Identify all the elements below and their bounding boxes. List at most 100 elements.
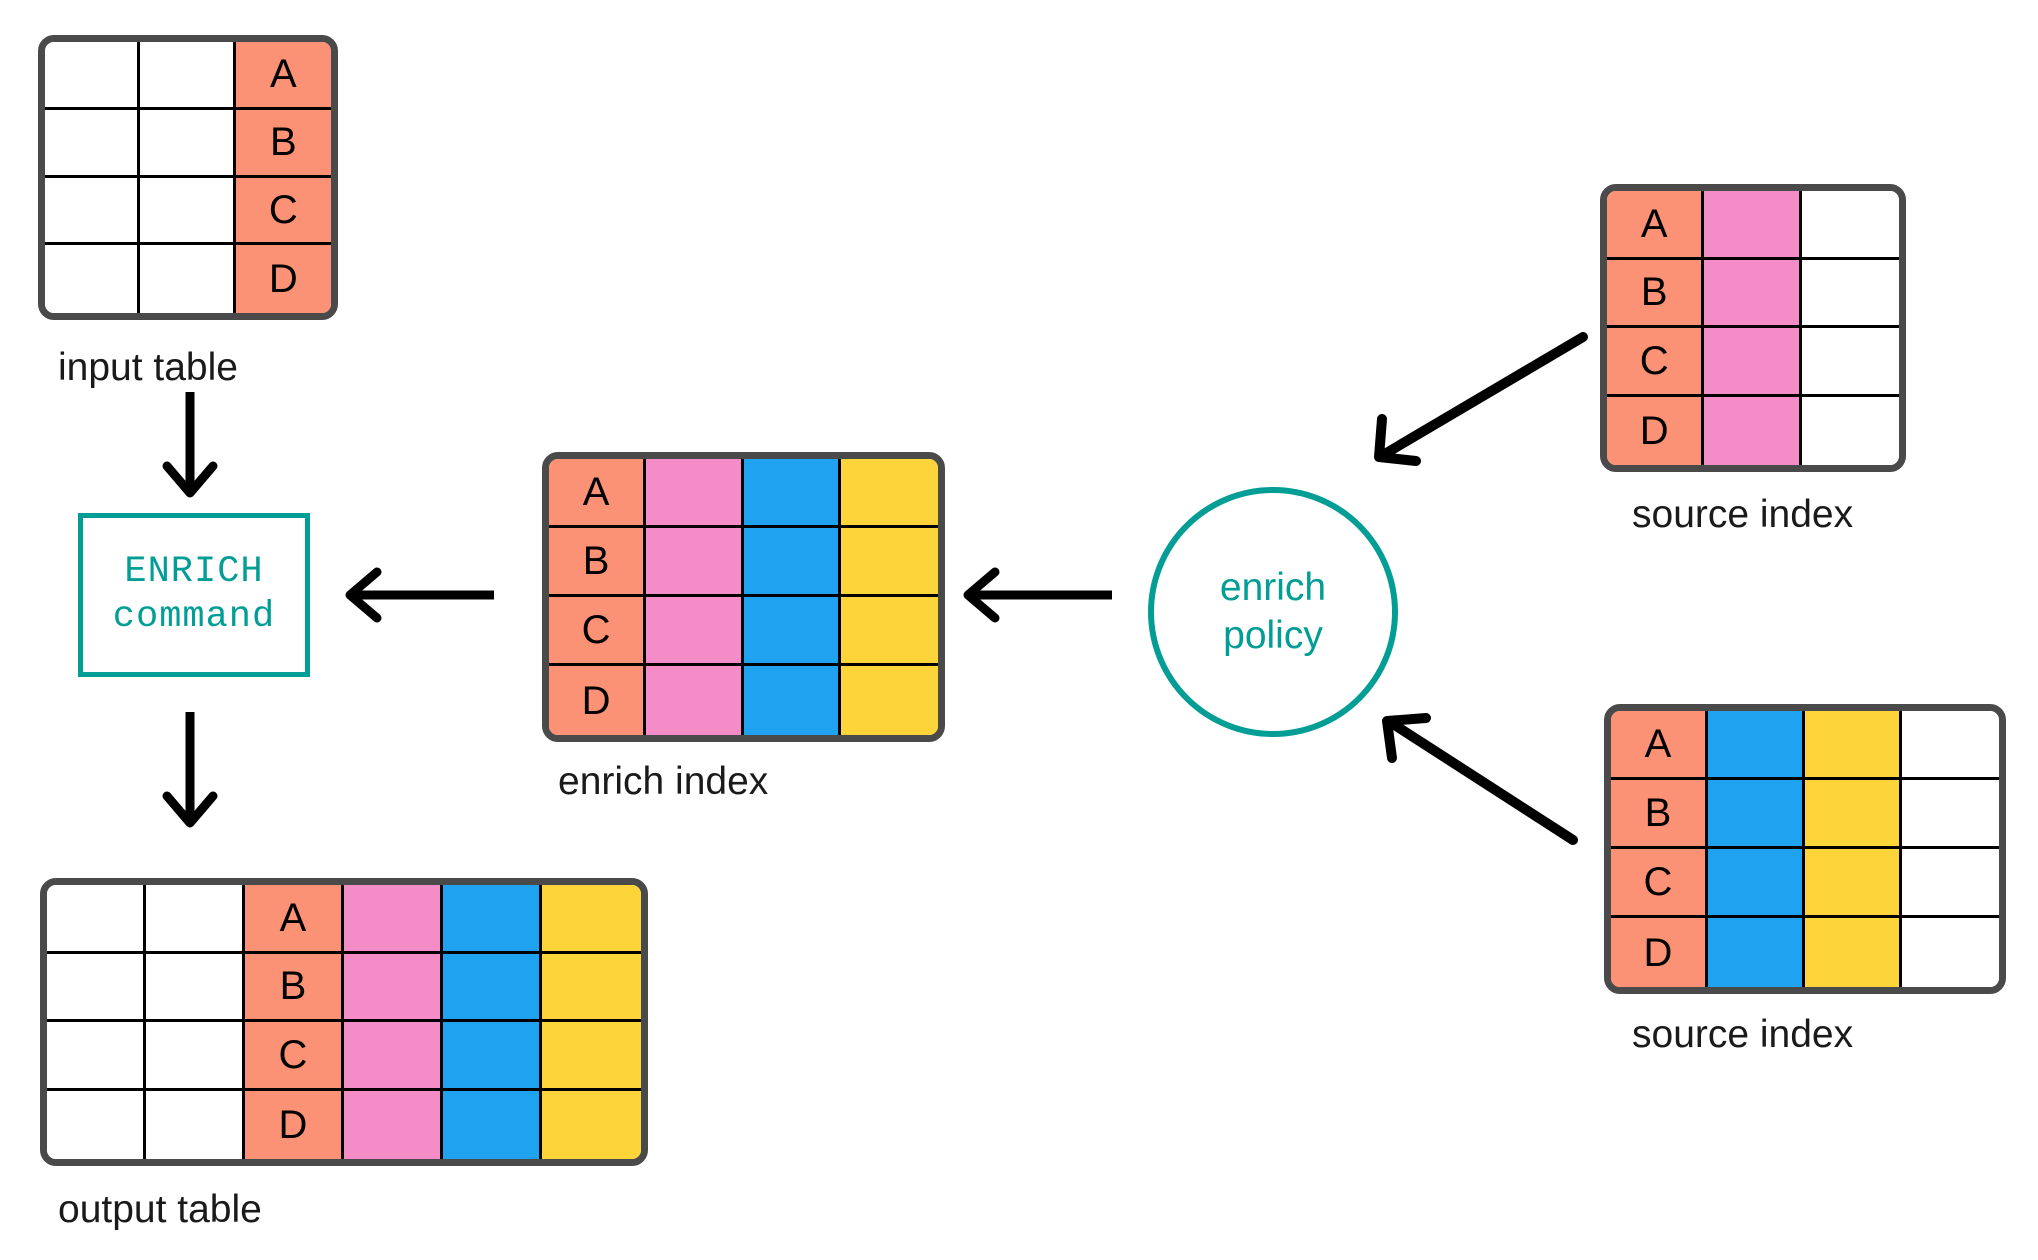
table-cell: [1704, 396, 1802, 465]
table-cell: [646, 459, 744, 528]
table-cell: [1805, 780, 1902, 849]
table-cell: [1902, 711, 1999, 780]
table-cell: [140, 177, 236, 246]
table-cell: [1708, 780, 1805, 849]
enrich-command-box[interactable]: ENRICH command: [78, 513, 310, 677]
table-cell: [45, 109, 141, 178]
table-cell: D: [245, 1090, 344, 1159]
input-table-caption: input table: [58, 346, 238, 389]
table-cell: [1708, 849, 1805, 918]
table-cell: [443, 1022, 542, 1091]
table-cell: [1902, 780, 1999, 849]
table-cell: [743, 459, 841, 528]
table-cell: [646, 666, 744, 735]
table-cell: [1805, 918, 1902, 987]
table-cell: [146, 953, 245, 1022]
table-cell: B: [549, 528, 647, 597]
arrow-enrich-policy-to-enrich-index: [963, 567, 1112, 623]
table-cell: [646, 597, 744, 666]
arrow-source-index-bottom-to-enrich-policy: [1382, 713, 1578, 845]
table-cell: C: [549, 597, 647, 666]
table-cell: [743, 666, 841, 735]
arrow-enrich-command-to-output-table: [162, 712, 218, 828]
table-cell: [45, 245, 141, 313]
source-index-top-caption: source index: [1632, 493, 1854, 536]
enrich-index-caption: enrich index: [558, 760, 769, 803]
enrich-policy-circle[interactable]: enrich policy: [1148, 487, 1398, 737]
table-cell: [47, 1022, 146, 1091]
table-cell: [542, 1090, 641, 1159]
table-cell: D: [549, 666, 647, 735]
table-cell: [1704, 191, 1802, 260]
table-cell: B: [1611, 780, 1708, 849]
table-cell: D: [235, 245, 331, 313]
enrich-command-line2: command: [112, 596, 276, 638]
table-cell: [45, 42, 141, 110]
table-cell: [542, 953, 641, 1022]
arrow-input-table-to-enrich-command: [162, 392, 218, 498]
table-cell: [443, 953, 542, 1022]
table-cell: C: [1607, 328, 1705, 397]
table-cell: [1704, 259, 1802, 328]
table-cell: [146, 1090, 245, 1159]
arrow-source-index-top-to-enrich-policy: [1374, 332, 1588, 466]
table-cell: [1708, 918, 1805, 987]
table-cell: [45, 177, 141, 246]
enrich-policy-line2: policy: [1223, 614, 1323, 657]
table-cell: D: [1607, 396, 1705, 465]
table-cell: [47, 1090, 146, 1159]
table-cell: C: [235, 177, 331, 246]
table-cell: [344, 1022, 443, 1091]
enrich-policy-line1: enrich: [1219, 566, 1327, 610]
table-cell: [840, 528, 938, 597]
table-cell: [140, 245, 236, 313]
table-cell: [146, 885, 245, 954]
table-cell: [344, 953, 443, 1022]
table-cell: [146, 1022, 245, 1091]
table-cell: [743, 528, 841, 597]
table-cell: [840, 666, 938, 735]
table-cell: [542, 1022, 641, 1091]
table-cell: [140, 42, 236, 110]
table-cell: [646, 528, 744, 597]
table-cell: C: [245, 1022, 344, 1091]
table-cell: [542, 885, 641, 954]
table-cell: [1902, 849, 1999, 918]
output-table-caption: output table: [58, 1188, 262, 1231]
arrow-enrich-index-to-enrich-command: [345, 567, 494, 623]
table-cell: [1902, 918, 1999, 987]
table-cell: D: [1611, 918, 1708, 987]
table-cell: B: [235, 109, 331, 178]
table-cell: B: [245, 953, 344, 1022]
table-cell: A: [1607, 191, 1705, 260]
table-cell: [840, 597, 938, 666]
table-cell: [47, 953, 146, 1022]
table-cell: A: [245, 885, 344, 954]
table-cell: [140, 109, 236, 178]
table-cell: [1704, 328, 1802, 397]
enrich-command-line1: ENRICH: [124, 551, 264, 594]
table-cell: [743, 597, 841, 666]
table-cell: [1805, 711, 1902, 780]
table-cell: [1708, 711, 1805, 780]
table-cell: [47, 885, 146, 954]
table-cell: [1801, 191, 1899, 260]
table-cell: [1801, 396, 1899, 465]
table-cell: A: [549, 459, 647, 528]
table-cell: [1801, 328, 1899, 397]
table-cell: [443, 885, 542, 954]
table-cell: [344, 1090, 443, 1159]
table-cell: [840, 459, 938, 528]
table-cell: B: [1607, 259, 1705, 328]
table-cell: A: [1611, 711, 1708, 780]
source-index-bottom-caption: source index: [1632, 1013, 1854, 1056]
table-cell: C: [1611, 849, 1708, 918]
table-cell: [1805, 849, 1902, 918]
table-cell: A: [235, 42, 331, 110]
table-cell: [443, 1090, 542, 1159]
